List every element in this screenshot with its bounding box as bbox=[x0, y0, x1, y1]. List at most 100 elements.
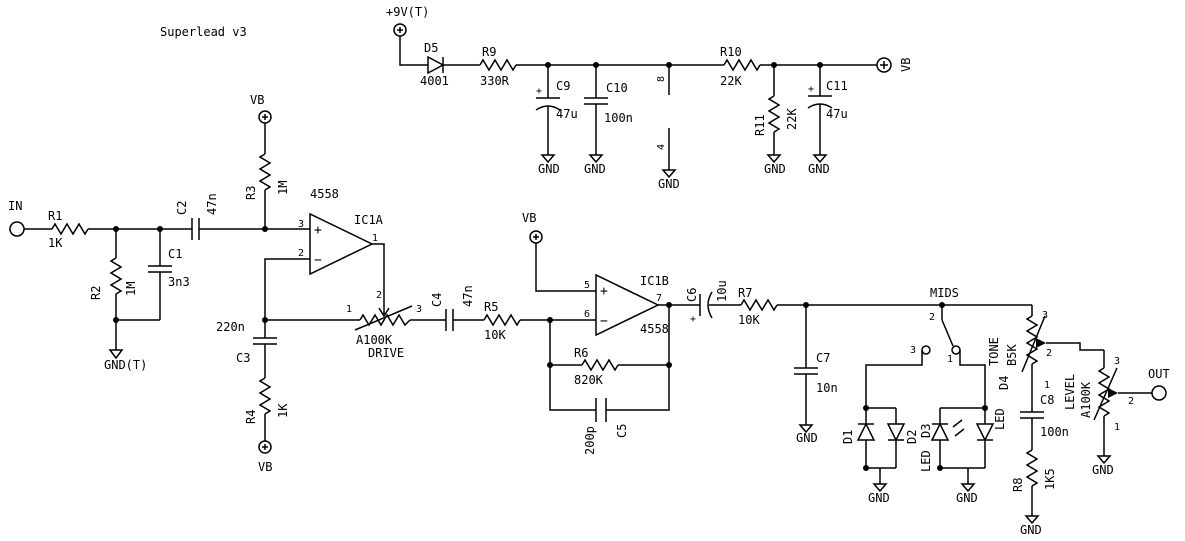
r8-ref: R8 bbox=[1011, 478, 1025, 492]
r7-ref: R7 bbox=[738, 286, 752, 300]
r6-value: 820K bbox=[574, 373, 604, 387]
diode-d1: D1 bbox=[841, 408, 876, 468]
drive-label: DRIVE bbox=[368, 346, 404, 360]
level-pot-value: A100K bbox=[1079, 381, 1093, 418]
diode-d5: D5 4001 bbox=[420, 41, 449, 88]
c11-ref: C11 bbox=[826, 79, 848, 93]
capacitor-c3: 220n C3 bbox=[216, 320, 250, 365]
svg-text:+: + bbox=[314, 223, 322, 238]
svg-text:+: + bbox=[536, 86, 542, 97]
svg-text:+: + bbox=[690, 314, 696, 325]
gnd-d1d2: GND bbox=[868, 491, 890, 505]
r4-value: 1K bbox=[276, 403, 290, 418]
input-label: IN bbox=[8, 199, 22, 213]
capacitor-c1: C1 3n3 bbox=[168, 247, 190, 289]
opamp-ic1a: + − IC1A 4558 3 2 1 bbox=[298, 187, 384, 276]
d5-value: 4001 bbox=[420, 74, 449, 88]
r4-ref: R4 bbox=[244, 410, 258, 424]
gnd-level: GND bbox=[1092, 463, 1114, 477]
d5-ref: D5 bbox=[424, 41, 438, 55]
svg-text:3: 3 bbox=[1114, 356, 1120, 367]
tone-pot-value: B5K bbox=[1005, 344, 1019, 366]
input-jack: IN bbox=[8, 199, 25, 237]
c4-value: 47n bbox=[461, 285, 475, 307]
resistor-r11: R11 22K bbox=[753, 95, 799, 136]
svg-text:7: 7 bbox=[656, 293, 662, 304]
vb-terminal-supply: VB bbox=[876, 57, 913, 73]
vb-label-1: VB bbox=[250, 93, 264, 107]
r9-value: 330R bbox=[480, 74, 510, 88]
resistor-r10: R10 22K bbox=[720, 45, 761, 88]
c7-value: 10n bbox=[816, 381, 838, 395]
capacitor-c11: + C11 47u bbox=[807, 65, 848, 155]
r11-ref: R11 bbox=[753, 114, 767, 136]
r5-ref: R5 bbox=[484, 300, 498, 314]
resistor-r3: R3 1M bbox=[244, 153, 290, 200]
svg-text:3: 3 bbox=[416, 304, 422, 315]
capacitor-c6: C6 10u + bbox=[685, 280, 729, 325]
capacitor-c2: C2 47n bbox=[175, 193, 219, 240]
resistor-r4: R4 1K bbox=[244, 377, 290, 424]
ic1b-value: 4558 bbox=[640, 322, 669, 336]
tone-label: TONE bbox=[987, 337, 1001, 366]
ic1a-value: 4558 bbox=[310, 187, 339, 201]
r1-ref: R1 bbox=[48, 209, 62, 223]
svg-text:3: 3 bbox=[298, 219, 304, 230]
vb-terminal-bottom: VB bbox=[258, 440, 272, 474]
capacitor-c5: 200p C5 bbox=[583, 398, 629, 455]
resistor-r2: R2 1M bbox=[89, 257, 138, 300]
c5-value: 200p bbox=[583, 426, 597, 455]
r10-ref: R10 bbox=[720, 45, 742, 59]
c2-value: 47n bbox=[205, 193, 219, 215]
r6-ref: R6 bbox=[574, 346, 588, 360]
r9-ref: R9 bbox=[482, 45, 496, 59]
c7-ref: C7 bbox=[816, 351, 830, 365]
d4-led: LED bbox=[993, 408, 1007, 430]
svg-text:−: − bbox=[600, 314, 608, 329]
opamp-ic1b: + − IC1B 4558 5 6 7 bbox=[584, 273, 669, 337]
svg-text:2: 2 bbox=[1128, 396, 1134, 407]
c9-ref: C9 bbox=[556, 79, 570, 93]
tone-pot: 3 2 1 TONE B5K bbox=[987, 305, 1052, 391]
resistor-r9: R9 330R bbox=[479, 45, 517, 88]
gnd-c9: GND bbox=[538, 162, 560, 176]
capacitor-c10: C10 100n bbox=[604, 81, 633, 125]
r7-value: 10K bbox=[738, 313, 760, 327]
output-label: OUT bbox=[1148, 367, 1170, 381]
vb-label-2: VB bbox=[258, 460, 272, 474]
svg-text:4: 4 bbox=[656, 144, 667, 150]
schematic-title: Superlead v3 bbox=[160, 25, 247, 39]
gnd-d3d4: GND bbox=[956, 491, 978, 505]
c3-value: 220n bbox=[216, 320, 245, 334]
output-jack: OUT bbox=[1148, 367, 1170, 401]
svg-text:1: 1 bbox=[1044, 380, 1050, 391]
r8-value: 1K5 bbox=[1043, 468, 1057, 490]
svg-text:3: 3 bbox=[1042, 310, 1048, 321]
vb-terminal-top: VB bbox=[250, 93, 272, 124]
svg-text:5: 5 bbox=[584, 280, 590, 291]
gnd-ic: GND bbox=[658, 177, 680, 191]
level-label: LEVEL bbox=[1063, 374, 1077, 410]
svg-text:1: 1 bbox=[346, 304, 352, 315]
resistor-r8: R8 1K5 bbox=[1011, 449, 1057, 492]
r2-ref: R2 bbox=[89, 286, 103, 300]
c8-value: 100n bbox=[1040, 425, 1069, 439]
c2-ref: C2 bbox=[175, 201, 189, 215]
r5-value: 10K bbox=[484, 328, 506, 342]
svg-text:2: 2 bbox=[1046, 348, 1052, 359]
svg-text:8: 8 bbox=[656, 76, 667, 82]
resistor-r1: R1 1K bbox=[48, 209, 89, 250]
vb-terminal-mid: VB bbox=[522, 211, 543, 244]
gnd-r11: GND bbox=[764, 162, 786, 176]
capacitor-c7: C7 10n bbox=[816, 351, 838, 395]
c5-ref: C5 bbox=[615, 424, 629, 438]
d1-ref: D1 bbox=[841, 430, 855, 444]
d3-led: LED bbox=[919, 450, 933, 472]
c9-value: 47u bbox=[556, 107, 578, 121]
gnd-t-label: GND(T) bbox=[104, 358, 147, 372]
svg-text:−: − bbox=[314, 253, 322, 268]
ic1b-ref: IC1B bbox=[640, 274, 669, 288]
d2-ref: D2 bbox=[905, 430, 919, 444]
resistor-r5: R5 10K bbox=[483, 300, 521, 342]
